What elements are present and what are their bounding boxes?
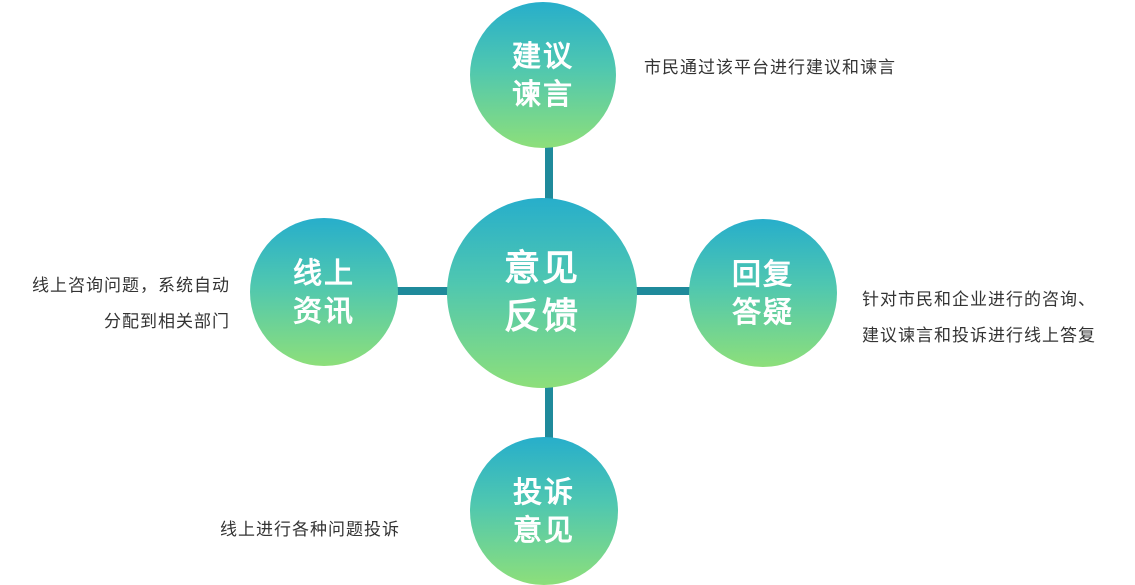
description-line: 线上咨询问题，系统自动 (32, 276, 230, 296)
node-reply: 回复 答疑 (689, 219, 837, 367)
connector-top (545, 140, 553, 202)
node-complaint: 投诉 意见 (470, 437, 618, 585)
node-online-info: 线上 资讯 (250, 218, 398, 366)
description-complaint: 线上进行各种问题投诉 (220, 512, 400, 548)
node-suggestion: 建议 谏言 (470, 2, 616, 148)
description-line: 针对市民和企业进行的咨询、 (862, 290, 1096, 310)
node-online-info-label: 线上 资讯 (292, 256, 355, 328)
connector-right (636, 287, 692, 295)
center-node: 意见 反馈 (447, 198, 637, 388)
connector-left (395, 287, 450, 295)
node-suggestion-label: 建议 谏言 (511, 39, 574, 111)
description-suggestion: 市民通过该平台进行建议和谏言 (644, 50, 896, 86)
description-line: 市民通过该平台进行建议和谏言 (644, 58, 896, 78)
description-line: 线上进行各种问题投诉 (220, 520, 400, 540)
connector-bottom (545, 383, 553, 443)
node-reply-label: 回复 答疑 (731, 257, 794, 329)
description-reply: 针对市民和企业进行的咨询、 建议谏言和投诉进行线上答复 (862, 282, 1096, 354)
description-line: 建议谏言和投诉进行线上答复 (862, 326, 1096, 346)
description-line: 分配到相关部门 (104, 312, 230, 332)
description-online-info: 线上咨询问题，系统自动 分配到相关部门 (0, 268, 230, 340)
node-complaint-label: 投诉 意见 (512, 475, 575, 547)
center-node-label: 意见 反馈 (503, 248, 580, 337)
